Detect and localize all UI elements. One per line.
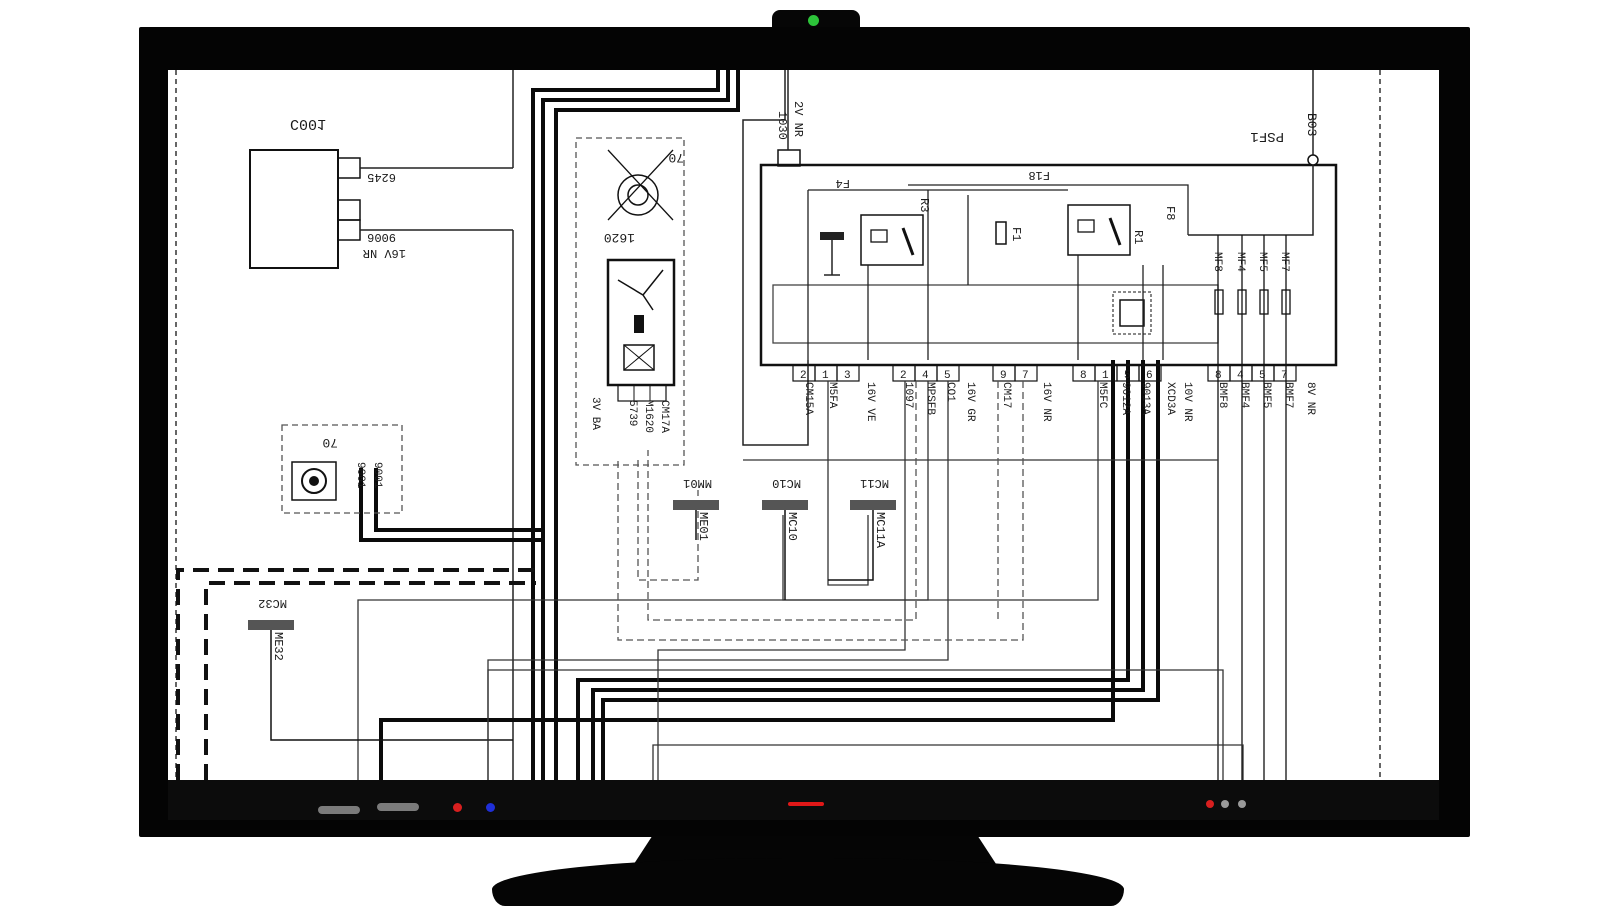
ground-label-me32: ME32 bbox=[271, 632, 285, 661]
r1-relay bbox=[1067, 204, 1131, 256]
pin-label-11: 9012A bbox=[1119, 382, 1131, 415]
pin-label-12: 9013A bbox=[1139, 382, 1151, 415]
psf1-in-desc: 2V NR bbox=[791, 101, 805, 137]
fuse-label: MF8 bbox=[1211, 252, 1223, 272]
pin-number: 9 bbox=[1000, 370, 1007, 382]
psf1-box bbox=[759, 163, 1338, 367]
screen-display: C001 PSF1 B03 1620 70 70 F4 F18 F8 R1 R3… bbox=[168, 70, 1439, 780]
pin-number: 6 bbox=[1146, 370, 1153, 382]
ground-label-mc32: MC32 bbox=[258, 596, 287, 610]
c001-conn2-label: 9006 bbox=[367, 230, 396, 244]
fuse-label: MF7 bbox=[1278, 252, 1290, 272]
pin-label-6: CO1 bbox=[944, 382, 956, 402]
pin-number: 1 bbox=[1102, 370, 1109, 382]
psf1-label: PSF1 bbox=[1250, 128, 1284, 144]
blue-indicator-icon bbox=[486, 803, 495, 812]
pin-number: 4 bbox=[1237, 370, 1244, 382]
pin-number: 8 bbox=[1215, 370, 1222, 382]
pin-number: 8 bbox=[1080, 370, 1087, 382]
pin-number: 1 bbox=[822, 370, 829, 382]
ground-label-mc11: MC11 bbox=[860, 476, 889, 490]
relay-wire2: M1620 bbox=[642, 400, 654, 433]
pin-number: 4 bbox=[922, 370, 929, 382]
r3-label: R3 bbox=[917, 198, 931, 212]
pin-number: 5 bbox=[1259, 370, 1266, 382]
pin-label-10: M5FC bbox=[1096, 382, 1108, 409]
ground-label-me01: ME01 bbox=[696, 512, 710, 541]
pin-label-14: XCD3A bbox=[1164, 382, 1176, 415]
power-indicator-icon bbox=[788, 802, 824, 806]
menu-button[interactable] bbox=[318, 806, 360, 814]
ground-label-mc10: MC10 bbox=[772, 476, 801, 490]
pin-label-13: 10V NR bbox=[1181, 382, 1193, 422]
ground-mc11 bbox=[828, 500, 896, 581]
pin-label-5: MPSFB bbox=[924, 382, 936, 415]
monitor-stand-base bbox=[492, 858, 1124, 906]
fuse-label: MF5 bbox=[1256, 252, 1268, 272]
c001-box bbox=[249, 149, 339, 269]
bezel-control-bar bbox=[168, 780, 1439, 820]
volume-up-button[interactable] bbox=[1238, 800, 1246, 808]
wiring-schematic: C001 PSF1 B03 1620 70 70 F4 F18 F8 R1 R3… bbox=[175, 70, 1381, 780]
pin-number: 5 bbox=[944, 370, 951, 382]
r3-relay bbox=[860, 214, 924, 266]
f4-label: F4 bbox=[836, 176, 850, 190]
red-indicator-icon bbox=[453, 803, 462, 812]
pin-number: 7 bbox=[1022, 370, 1029, 382]
c001-label: C001 bbox=[290, 115, 326, 132]
pin-label-16: BMF4 bbox=[1238, 382, 1250, 409]
pin-number: 2 bbox=[900, 370, 907, 382]
pin-number: 3 bbox=[844, 370, 851, 382]
pin-number: 5 bbox=[1124, 370, 1131, 382]
sensor-70-top-label: 70 bbox=[668, 150, 684, 165]
pin-label-4: 1097 bbox=[902, 382, 914, 408]
fuse-label: MF4 bbox=[1234, 252, 1246, 272]
pin-label-15: BMF8 bbox=[1216, 382, 1228, 408]
f1-label: F1 bbox=[1009, 227, 1023, 241]
pin-number: 2 bbox=[800, 370, 807, 382]
r1-label: R1 bbox=[1131, 230, 1145, 244]
sensor-70-left-enclosure bbox=[281, 424, 403, 514]
pin-label-7: 16V GR bbox=[964, 382, 976, 422]
pin-label-2: M5FA bbox=[826, 382, 838, 409]
pin-label-18: BMF7 bbox=[1282, 382, 1294, 408]
ground-mc32 bbox=[248, 620, 513, 741]
ground-mm01 bbox=[673, 500, 719, 540]
pin-label-9: 16V NR bbox=[1040, 382, 1052, 422]
b03-label: B03 bbox=[1304, 113, 1319, 136]
pin-label-8: CM17 bbox=[1000, 382, 1012, 408]
webcam-indicator-icon bbox=[808, 15, 819, 26]
c001-conn2-desc: 16V NR bbox=[363, 246, 406, 260]
ground-mc10 bbox=[762, 500, 808, 600]
relay-1620-enclosure bbox=[575, 137, 685, 466]
sensor-left-wire1: 9001 bbox=[354, 462, 366, 489]
pin-label-17: BMF5 bbox=[1260, 382, 1272, 408]
c001-conn1-label: 6245 bbox=[367, 170, 396, 184]
relay-1620-label: 1620 bbox=[604, 230, 635, 245]
relay-conn-label: 3V BA bbox=[589, 397, 601, 430]
ground-label-mc10b: MC10 bbox=[785, 512, 799, 541]
pin-number: 7 bbox=[1281, 370, 1288, 382]
sensor-70-left-label: 70 bbox=[322, 435, 338, 450]
f18-label: F18 bbox=[1028, 168, 1050, 182]
ground-label-mm01: MM01 bbox=[683, 476, 712, 490]
ground-label-mc11a: MC11A bbox=[873, 512, 887, 549]
sensor-left-wire2: 9001 bbox=[371, 462, 383, 489]
psf1-in-label: 1030 bbox=[775, 111, 789, 140]
volume-down-button[interactable] bbox=[1221, 800, 1229, 808]
pin-label-3: 16V VE bbox=[864, 382, 876, 422]
pin-label-19: 8V NR bbox=[1304, 382, 1316, 415]
relay-wire3: 5739 bbox=[626, 400, 638, 426]
f8-label: F8 bbox=[1163, 206, 1177, 220]
relay-wire1: CM17A bbox=[658, 400, 670, 433]
status-red-icon bbox=[1206, 800, 1214, 808]
pin-label-1: CM15A bbox=[802, 382, 814, 415]
input-button[interactable] bbox=[377, 803, 419, 811]
